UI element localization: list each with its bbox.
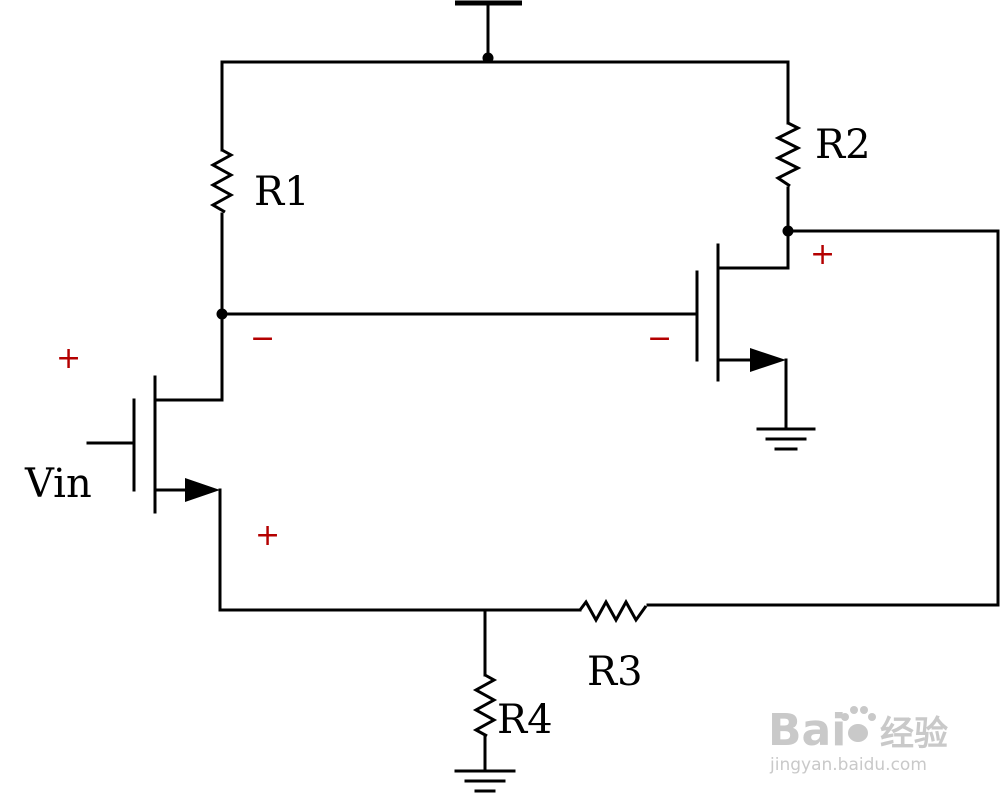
- r1-branch: [209, 60, 699, 402]
- watermark-brand: Bai: [768, 705, 846, 756]
- label-vin: Vin: [24, 461, 92, 507]
- resistor-r2: [774, 121, 802, 188]
- feedback-wire: [646, 229, 1000, 607]
- label-r2: R2: [815, 122, 871, 168]
- bottom-network: [218, 598, 648, 772]
- watermark-url: jingyan.baidu.com: [769, 755, 927, 775]
- label-r3: R3: [587, 649, 643, 695]
- ground-symbol-r4: [454, 769, 516, 793]
- paw-icon: [841, 706, 876, 742]
- polarity-minus-q2-gate: −: [647, 321, 672, 356]
- supply-node: [482, 52, 494, 64]
- q2-source-arrow: [750, 348, 786, 372]
- baidu-watermark: Bai 经验 jingyan.baidu.com: [768, 705, 948, 775]
- ground-symbol-q2: [756, 427, 816, 451]
- polarity-minus-r1-node: −: [250, 321, 275, 356]
- label-r1: R1: [254, 169, 310, 215]
- watermark-brand-suffix: 经验: [880, 714, 948, 754]
- polarity-plus-q1-source: +: [255, 518, 280, 553]
- resistor-r4: [472, 673, 498, 738]
- r2-branch: [646, 60, 1000, 607]
- label-r4: R4: [497, 697, 553, 743]
- transistor-q2: [695, 243, 790, 430]
- q1-source-arrow: [185, 478, 220, 502]
- supply-rail: [220, 0, 790, 64]
- resistor-r1: [209, 148, 235, 214]
- resistor-r3: [578, 598, 648, 624]
- polarity-plus-q2-drain: +: [810, 237, 835, 272]
- transistor-q1: [86, 375, 224, 612]
- polarity-plus-left: +: [56, 341, 81, 376]
